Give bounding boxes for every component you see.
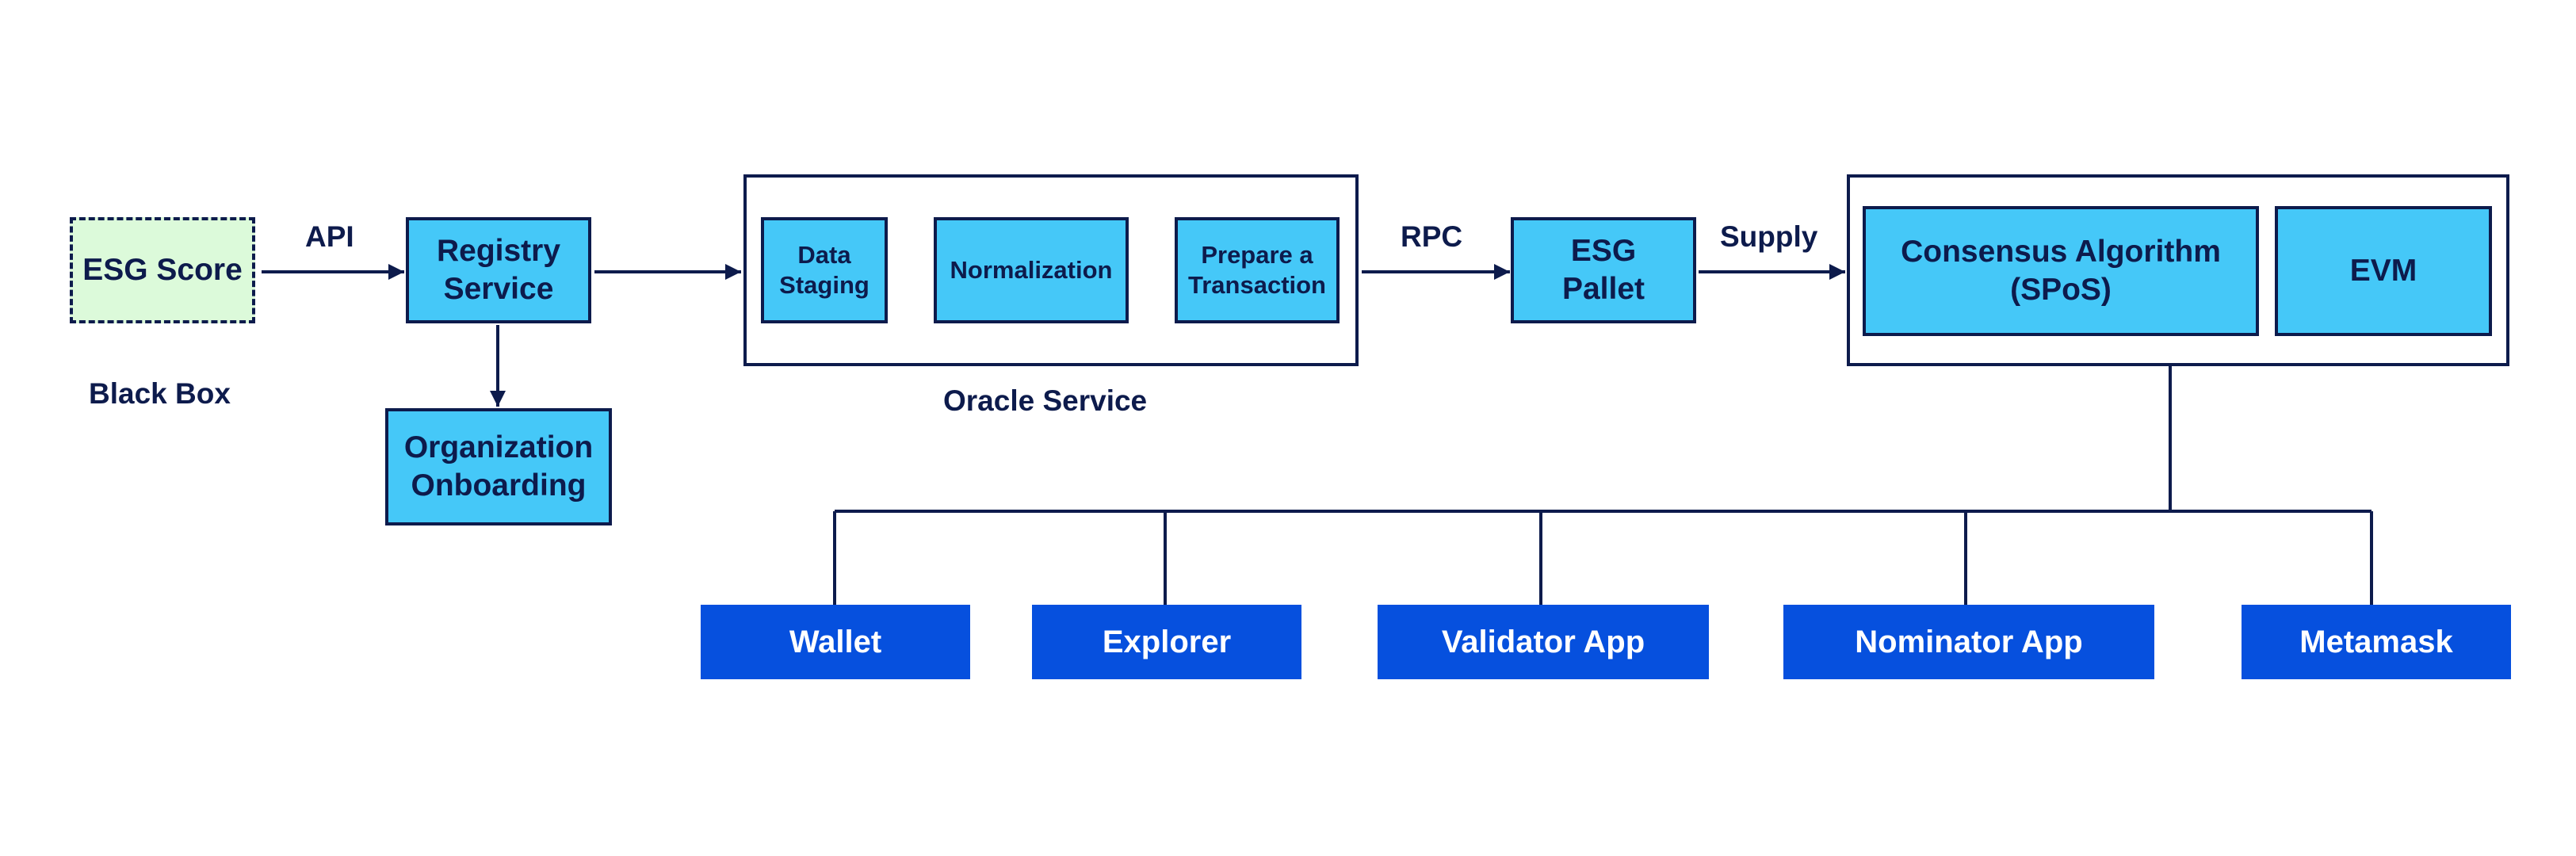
- wallet-node[interactable]: Wallet: [701, 605, 970, 679]
- registry-service-label: Registry Service: [436, 234, 561, 306]
- supply-edge-label: Supply: [1720, 220, 1818, 253]
- black-box-caption: Black Box: [89, 377, 231, 410]
- organization-onboarding-node[interactable]: Organization Onboarding: [385, 408, 612, 525]
- prepare-transaction-node[interactable]: Prepare a Transaction: [1175, 217, 1340, 323]
- normalization-label: Normalization: [950, 256, 1113, 285]
- validator-app-node[interactable]: Validator App: [1378, 605, 1709, 679]
- prepare-transaction-label: Prepare a Transaction: [1188, 241, 1326, 299]
- data-staging-label: Data Staging: [779, 241, 869, 299]
- nominator-app-label: Nominator App: [1855, 624, 2083, 659]
- organization-onboarding-label: Organization Onboarding: [403, 430, 594, 503]
- normalization-node[interactable]: Normalization: [934, 217, 1129, 323]
- metamask-label: Metamask: [2299, 624, 2453, 659]
- api-edge-label: API: [305, 220, 354, 253]
- rpc-edge-label: RPC: [1401, 220, 1463, 253]
- registry-service-node[interactable]: Registry Service: [406, 217, 591, 323]
- metamask-node[interactable]: Metamask: [2242, 605, 2511, 679]
- explorer-node[interactable]: Explorer: [1032, 605, 1301, 679]
- wallet-label: Wallet: [789, 624, 882, 659]
- nominator-app-node[interactable]: Nominator App: [1783, 605, 2154, 679]
- validator-app-label: Validator App: [1441, 624, 1645, 659]
- esg-pallet-label: ESG Pallet: [1561, 234, 1645, 306]
- consensus-algorithm-label: Consensus Algorithm (SPoS): [1901, 235, 2221, 307]
- esg-score-label: ESG Score: [82, 253, 243, 288]
- evm-label: EVM: [2349, 254, 2417, 289]
- oracle-service-caption: Oracle Service: [943, 384, 1148, 417]
- consensus-algorithm-node[interactable]: Consensus Algorithm (SPoS): [1863, 206, 2259, 336]
- esg-pallet-node[interactable]: ESG Pallet: [1511, 217, 1696, 323]
- esg-score-node[interactable]: ESG Score: [70, 217, 255, 323]
- data-staging-node[interactable]: Data Staging: [761, 217, 888, 323]
- evm-node[interactable]: EVM: [2275, 206, 2492, 336]
- explorer-label: Explorer: [1102, 624, 1232, 659]
